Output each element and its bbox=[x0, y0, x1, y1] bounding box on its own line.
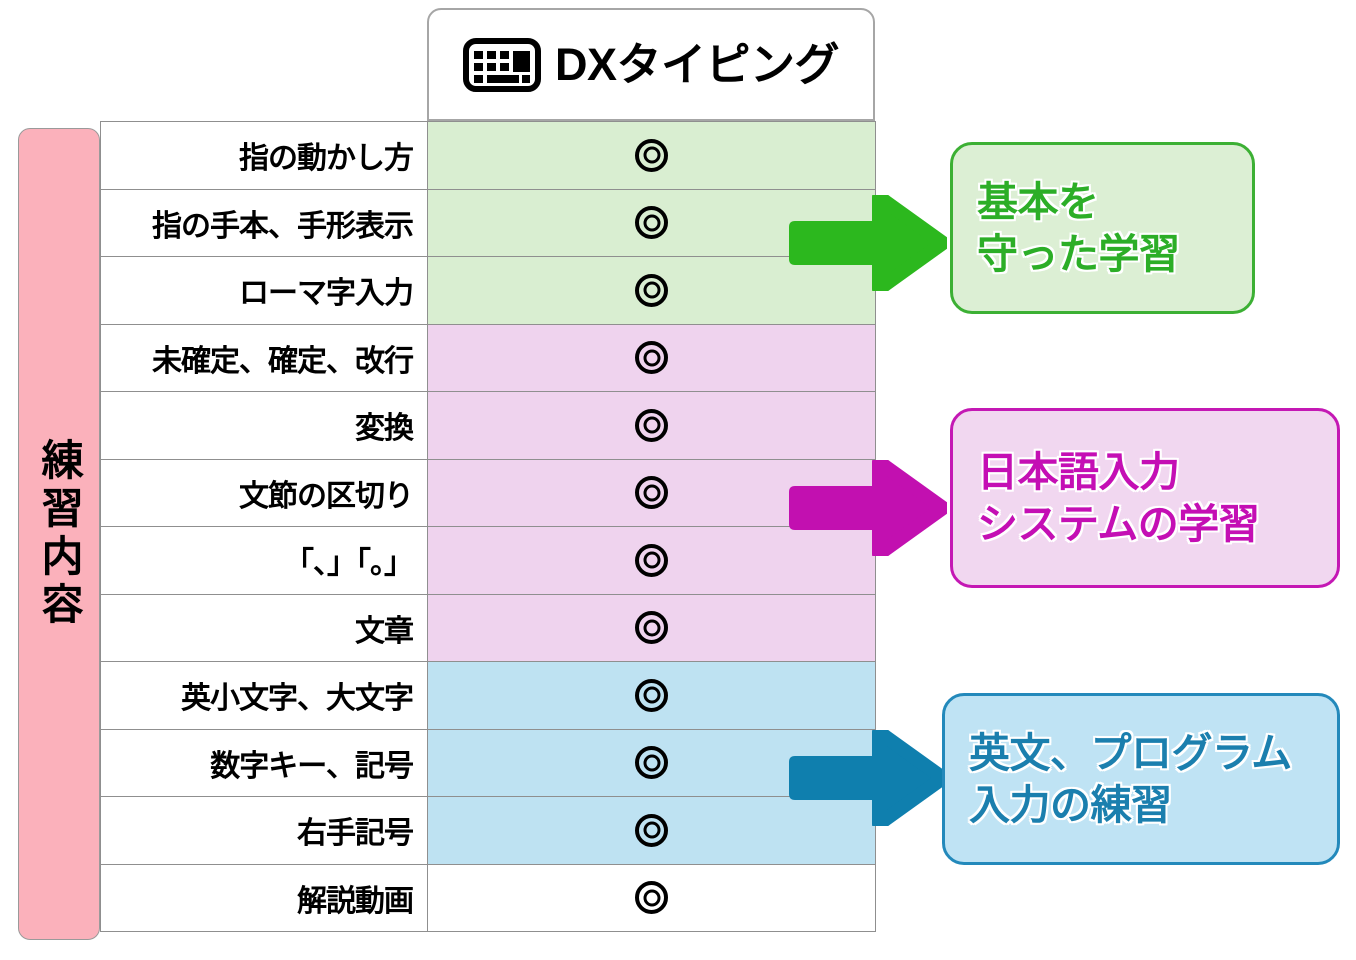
table-row: 未確定、確定、改行 bbox=[100, 323, 876, 392]
table-row: 文節の区切り bbox=[100, 458, 876, 527]
product-name: DXタイピング bbox=[554, 39, 840, 90]
arrow-right-magenta-icon bbox=[779, 460, 947, 556]
row-header-label: 練習内容 bbox=[36, 438, 84, 630]
matrix-body: 指の動かし方 指の手本、手形表示 ローマ字入力 未確定、確定、改行 bbox=[100, 121, 876, 932]
row-label: 変換 bbox=[100, 391, 428, 460]
row-label: 指の動かし方 bbox=[100, 121, 428, 190]
double-circle-icon bbox=[635, 543, 668, 577]
double-circle-icon bbox=[635, 408, 668, 442]
table-row: 英小文字、大文字 bbox=[100, 661, 876, 730]
double-circle-icon bbox=[635, 273, 668, 307]
table-row: 文章 bbox=[100, 593, 876, 662]
row-label: 数字キー、記号 bbox=[100, 728, 428, 797]
row-mark-cell bbox=[427, 526, 876, 595]
double-circle-icon bbox=[635, 341, 668, 375]
callout-english-program-line1: 英文、プログラム bbox=[969, 729, 1292, 776]
table-row: 数字キー、記号 bbox=[100, 728, 876, 797]
table-row: 変換 bbox=[100, 391, 876, 460]
arrow-right-blue-icon bbox=[779, 730, 947, 826]
double-circle-icon bbox=[635, 476, 668, 510]
double-circle-icon bbox=[635, 678, 668, 712]
row-label: 未確定、確定、改行 bbox=[100, 323, 428, 392]
table-row: 右手記号 bbox=[100, 796, 876, 865]
row-header-practice-content: 練習内容 bbox=[18, 128, 100, 940]
double-circle-icon bbox=[635, 881, 668, 915]
row-mark-cell bbox=[427, 121, 876, 190]
row-label: 文節の区切り bbox=[100, 458, 428, 527]
row-mark-cell bbox=[427, 863, 876, 932]
row-mark-cell bbox=[427, 323, 876, 392]
row-mark-cell bbox=[427, 796, 876, 865]
callout-basics-line2: 守った学習 bbox=[977, 231, 1180, 277]
table-row: 解説動画 bbox=[100, 863, 876, 932]
row-label: 文章 bbox=[100, 593, 428, 662]
table-row: 「、」「。」 bbox=[100, 526, 876, 595]
table-row: 指の動かし方 bbox=[100, 121, 876, 190]
row-label: 指の手本、手形表示 bbox=[100, 188, 428, 257]
row-label: 英小文字、大文字 bbox=[100, 661, 428, 730]
double-circle-icon bbox=[635, 813, 668, 847]
arrow-right-green-icon bbox=[779, 195, 947, 291]
row-mark-cell bbox=[427, 391, 876, 460]
double-circle-icon bbox=[635, 746, 668, 780]
row-label: 解説動画 bbox=[100, 863, 428, 932]
row-mark-cell bbox=[427, 661, 876, 730]
product-header-card: DXタイピング bbox=[427, 8, 875, 121]
callout-basics-line1: 基本を bbox=[977, 178, 1099, 225]
callout-english-program: 英文、プログラム 入力の練習 bbox=[942, 693, 1340, 865]
double-circle-icon bbox=[635, 138, 668, 172]
callout-english-program-line2: 入力の練習 bbox=[969, 782, 1172, 828]
feature-matrix: 指の動かし方 指の手本、手形表示 ローマ字入力 未確定、確定、改行 bbox=[100, 121, 876, 932]
row-label: 「、」「。」 bbox=[100, 526, 428, 595]
double-circle-icon bbox=[635, 206, 668, 240]
callout-japanese-input: 日本語入力 システムの学習 bbox=[950, 408, 1340, 588]
row-label: ローマ字入力 bbox=[100, 256, 428, 325]
callout-japanese-input-line2: システムの学習 bbox=[977, 501, 1260, 547]
table-row: 指の手本、手形表示 bbox=[100, 188, 876, 257]
table-row: ローマ字入力 bbox=[100, 256, 876, 325]
keyboard-icon bbox=[462, 37, 541, 92]
row-label: 右手記号 bbox=[100, 796, 428, 865]
callout-basics: 基本を 守った学習 bbox=[950, 142, 1255, 314]
row-mark-cell bbox=[427, 593, 876, 662]
double-circle-icon bbox=[635, 611, 668, 645]
callout-japanese-input-line1: 日本語入力 bbox=[977, 448, 1180, 495]
